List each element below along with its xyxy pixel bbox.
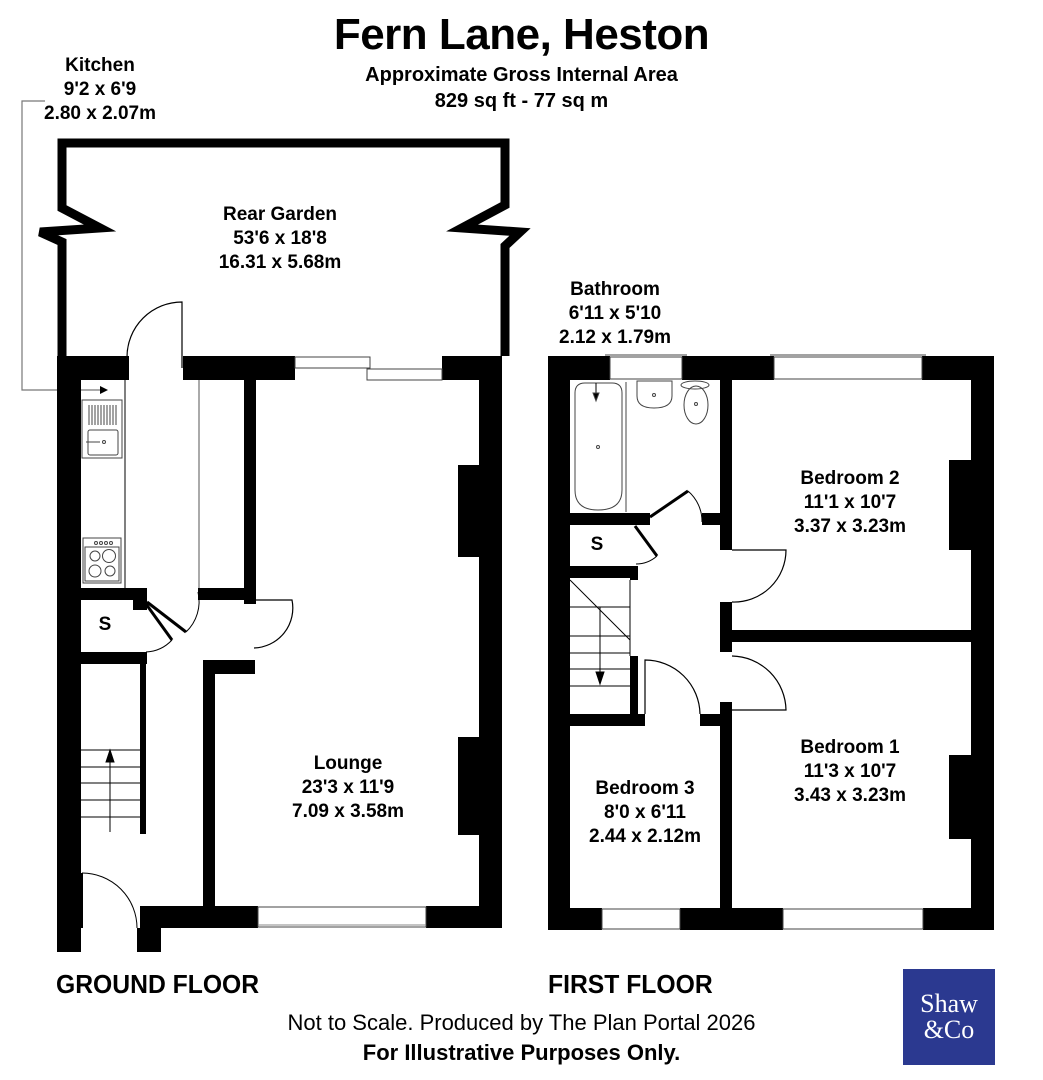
room-size-metric: 16.31 x 5.68m: [218, 252, 342, 273]
room-size-metric: 7.09 x 3.58m: [292, 801, 404, 822]
kitchen-sink-icon: [81, 399, 123, 459]
shaw-co-logo: Shaw &Co: [903, 969, 995, 1065]
room-size-metric: 3.37 x 3.23m: [794, 516, 906, 537]
room-size-imperial: 11'1 x 10'7: [803, 492, 897, 513]
logo-line2: &Co: [923, 1015, 975, 1044]
room-label-bedroom3: Bedroom 3 8'0 x 6'11 2.44 x 2.12m: [570, 777, 720, 849]
area-total: 829 sq ft - 77 sq m: [434, 90, 609, 112]
room-label-bathroom: Bathroom 6'11 x 5'10 2.12 x 1.79m: [530, 278, 700, 350]
room-size-imperial: 8'0 x 6'11: [604, 802, 686, 823]
rear-garden-boundary: [38, 138, 531, 356]
floor-label-first: FIRST FLOOR: [548, 969, 713, 999]
room-size-metric: 2.12 x 1.79m: [559, 327, 671, 348]
room-size-imperial: 6'11 x 5'10: [568, 303, 662, 324]
room-name: Rear Garden: [222, 204, 338, 225]
room-label-bedroom2: Bedroom 2 11'1 x 10'7 3.37 x 3.23m: [760, 467, 940, 539]
first-stairs: [569, 579, 631, 687]
room-name: Lounge: [313, 753, 383, 774]
room-label-store-ground: S: [98, 614, 112, 635]
room-label-store-first: S: [590, 534, 604, 555]
room-name: Bedroom 3: [595, 778, 695, 799]
room-label-lounge: Lounge 23'3 x 11'9 7.09 x 3.58m: [248, 752, 448, 824]
room-name: Kitchen: [65, 55, 135, 76]
ground-stairs: [81, 748, 140, 832]
room-label-bedroom1: Bedroom 1 11'3 x 10'7 3.43 x 3.23m: [760, 736, 940, 808]
room-size-imperial: 11'3 x 10'7: [803, 761, 897, 782]
room-label-rear-garden: Rear Garden 53'6 x 18'8 16.31 x 5.68m: [180, 203, 380, 275]
garden-door: [126, 301, 183, 368]
room-label-kitchen: Kitchen 9'2 x 6'9 2.80 x 2.07m: [30, 54, 170, 126]
room-size-metric: 2.80 x 2.07m: [44, 103, 156, 124]
room-size-imperial: 23'3 x 11'9: [301, 777, 395, 798]
illustrative-text: For Illustrative Purposes Only.: [362, 1040, 681, 1065]
room-name: Bedroom 1: [800, 737, 900, 758]
area-subtitle: Approximate Gross Internal Area: [365, 64, 678, 86]
floor-label-ground: GROUND FLOOR: [56, 969, 260, 999]
room-size-metric: 2.44 x 2.12m: [589, 826, 701, 847]
plan-title: Fern Lane, Heston: [333, 10, 710, 59]
room-name: Bedroom 2: [800, 468, 900, 489]
disclaimer-text: Not to Scale. Produced by The Plan Porta…: [287, 1010, 756, 1035]
logo-line1: Shaw: [920, 989, 978, 1018]
room-size-imperial: 9'2 x 6'9: [63, 79, 137, 100]
room-size-imperial: 53'6 x 18'8: [233, 228, 327, 249]
room-size-metric: 3.43 x 3.23m: [794, 785, 906, 806]
room-name: Bathroom: [570, 279, 660, 300]
ground-floor-walls: [57, 356, 502, 952]
kitchen-hob-icon: [82, 537, 122, 584]
first-floor-walls: [548, 356, 994, 930]
bathroom-fixtures: [574, 380, 710, 512]
